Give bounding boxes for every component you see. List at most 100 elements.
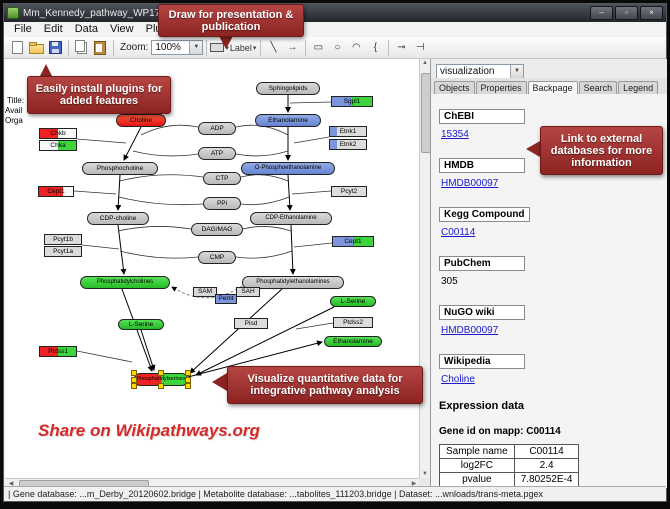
pathway-node-ptdss2[interactable]: Ptdss2: [333, 317, 373, 328]
pathway-node-pisd[interactable]: Pisd: [234, 318, 268, 329]
pathway-node-cdp-choline[interactable]: CDP-choline: [87, 212, 149, 225]
interaction-icon: ⊸: [397, 42, 406, 53]
hmdb-link[interactable]: HMDB00097: [441, 178, 499, 189]
rectangle-tool-button[interactable]: ▭: [309, 39, 327, 57]
scroll-left-icon[interactable]: ◀: [8, 481, 14, 487]
selection-handle[interactable]: [158, 370, 164, 376]
ellipse-tool-button[interactable]: ○: [328, 39, 346, 57]
selection-handle[interactable]: [185, 370, 191, 376]
selection-handle[interactable]: [131, 376, 137, 383]
pathway-node-atp[interactable]: ATP: [198, 147, 236, 160]
arc-tool-button[interactable]: ◠: [347, 39, 365, 57]
pathway-node-l-serine[interactable]: L-Serine: [330, 296, 376, 307]
close-button[interactable]: ×: [640, 6, 663, 20]
tab-search[interactable]: Search: [578, 81, 618, 94]
callout-plugins: Easily install plugins for added feature…: [27, 76, 171, 114]
canvas-vertical-scrollbar[interactable]: ▲ ▼: [419, 59, 431, 478]
tab-backpage[interactable]: Backpage: [527, 81, 578, 95]
pathway-node-l-serine[interactable]: L-Serine: [118, 319, 164, 330]
menu-edit[interactable]: Edit: [43, 23, 63, 35]
pathway-node-etnk1[interactable]: Etnk1: [329, 126, 367, 137]
line-tool-button[interactable]: ╲: [264, 39, 282, 57]
chevron-down-icon[interactable]: ▼: [189, 41, 203, 54]
pathway-node-cdp-ethanolamine[interactable]: CDP-Ethanolamine: [250, 212, 332, 225]
app-icon: [7, 7, 19, 19]
save-button[interactable]: [46, 39, 64, 57]
open-button[interactable]: [27, 39, 45, 57]
copy-button[interactable]: [72, 39, 90, 57]
scroll-up-icon[interactable]: ▲: [422, 60, 428, 66]
new-button[interactable]: [8, 39, 26, 57]
menu-view[interactable]: View: [109, 23, 134, 35]
menu-file[interactable]: File: [14, 23, 32, 35]
arc-icon: ◠: [352, 42, 361, 53]
visualization-combobox[interactable]: visualization▼: [436, 64, 524, 79]
pathway-canvas[interactable]: Title: Avail Orga: [5, 59, 419, 478]
pathway-node-ppi[interactable]: PPi: [203, 197, 241, 210]
wikipedia-header: Wikipedia: [439, 354, 525, 369]
kegg-link[interactable]: C00114: [441, 227, 476, 238]
selection-handle[interactable]: [185, 376, 191, 383]
scrollbar-corner: [419, 478, 430, 488]
pathway-node-phosphocholine[interactable]: Phosphocholine: [82, 162, 158, 175]
backpage-section-wikipedia: Wikipedia Choline: [439, 351, 667, 387]
pathway-node-sam[interactable]: SAM: [193, 287, 217, 297]
toolbar-separator: [388, 39, 390, 56]
tab-objects[interactable]: Objects: [434, 81, 475, 94]
pathway-node-ethanolamine[interactable]: Ethanolamine: [255, 114, 321, 127]
scroll-right-icon[interactable]: ▶: [411, 481, 417, 487]
pathway-node-pcyt2[interactable]: Pcyt2: [331, 186, 367, 197]
pathway-node-o-phosphoethanolamine[interactable]: O-Phosphoethanolamine: [241, 162, 335, 175]
pathway-node-pcyt1b[interactable]: Pcyt1b: [44, 234, 82, 245]
pathway-node-chka[interactable]: Chka: [39, 140, 77, 151]
pathway-node-choline[interactable]: Choline: [116, 114, 166, 127]
pathway-node-adp[interactable]: ADP: [198, 122, 236, 135]
table-cell: C00114: [513, 444, 580, 459]
pathway-node-sgpl1[interactable]: Sgpl1: [331, 96, 373, 107]
table-cell: 2.4: [513, 458, 580, 473]
pathway-node-sah[interactable]: SAH: [236, 287, 260, 297]
chebi-header: ChEBI: [439, 109, 525, 124]
pathway-node-ptdss1[interactable]: Ptdss1: [39, 346, 77, 357]
pathway-node-pemt[interactable]: Pemt: [215, 294, 237, 304]
menu-data[interactable]: Data: [74, 23, 98, 35]
pathway-node-cmp[interactable]: CMP: [198, 251, 236, 264]
pathway-node-sphingolipids[interactable]: Sphingolipids: [256, 82, 320, 95]
chevron-down-icon[interactable]: ▼: [510, 65, 523, 78]
pathway-node-dag-mag[interactable]: DAG/MAG: [191, 223, 243, 236]
zoom-combobox[interactable]: 100%▼: [151, 40, 204, 55]
pathway-node-etnk2[interactable]: Etnk2: [329, 139, 367, 150]
toolbar-separator: [68, 39, 69, 56]
tab-properties[interactable]: Properties: [475, 81, 527, 94]
pathway-node-phosphatidylethanolamines[interactable]: Phosphatidylethanolamines: [242, 276, 344, 289]
nugo-link[interactable]: HMDB00097: [441, 325, 499, 336]
selection-handle[interactable]: [185, 383, 191, 389]
label-tool-dropdown[interactable]: Label▾: [229, 42, 257, 53]
pathway-node-phosphatidylcholines[interactable]: Phosphatidylcholines: [80, 276, 170, 289]
maximize-button[interactable]: ▫: [615, 6, 638, 20]
pathway-node-pcyt1a[interactable]: Pcyt1a: [44, 246, 82, 257]
selection-handle[interactable]: [131, 383, 137, 389]
template-tool-button[interactable]: ⊣: [411, 39, 429, 57]
chebi-link[interactable]: 15354: [441, 129, 469, 140]
table-cell: Sample name: [439, 444, 515, 459]
new-file-icon: [11, 41, 23, 54]
tab-legend[interactable]: Legend: [618, 81, 659, 94]
pathway-node-cept1[interactable]: Cept1: [38, 186, 74, 197]
interaction-tool-button[interactable]: ⊸: [392, 39, 410, 57]
pubchem-header: PubChem: [439, 256, 525, 271]
scroll-down-icon[interactable]: ▼: [422, 471, 428, 477]
line-icon: ╲: [270, 42, 277, 53]
paste-button[interactable]: [91, 39, 109, 57]
pathway-node-ethanolamine[interactable]: Ethanolamine: [324, 336, 382, 347]
titlebar[interactable]: Mm_Kennedy_pathway_WP1771_45176.gpml – ▫…: [4, 4, 666, 22]
selection-handle[interactable]: [158, 383, 164, 389]
wikipedia-link[interactable]: Choline: [441, 374, 475, 385]
brace-tool-button[interactable]: {: [366, 39, 384, 57]
pathway-node-cept1[interactable]: Cept1: [332, 236, 374, 247]
arrow-tool-button[interactable]: →: [283, 39, 301, 57]
pathway-node-ctp[interactable]: CTP: [203, 172, 241, 185]
pathway-node-chkb[interactable]: Chkb: [39, 128, 77, 139]
selection-handle[interactable]: [131, 370, 137, 376]
minimize-button[interactable]: –: [590, 6, 613, 20]
